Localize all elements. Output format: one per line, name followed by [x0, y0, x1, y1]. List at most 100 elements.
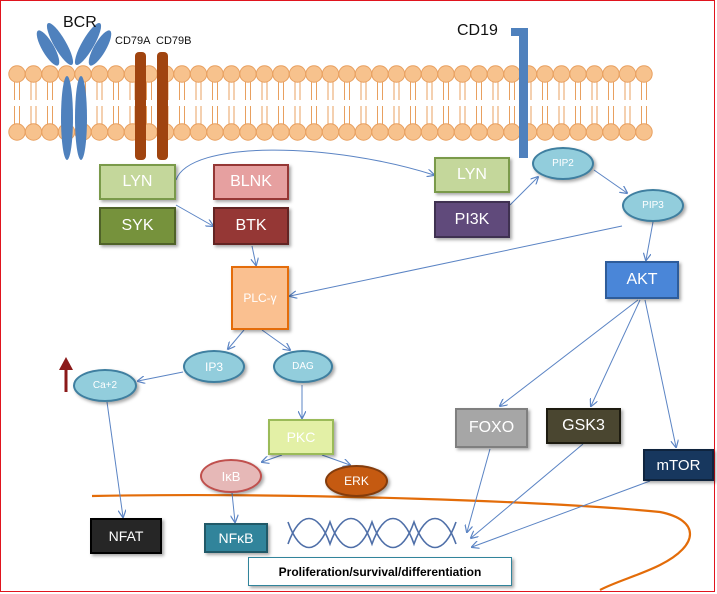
lipid-head: [354, 65, 373, 83]
ikb-node: IκB: [200, 459, 262, 493]
lipid-head: [8, 65, 26, 83]
lipid-head: [371, 65, 389, 83]
lipid-head: [321, 123, 340, 141]
plc-gamma-box: PLC-γ: [231, 266, 289, 330]
lipid-head: [222, 123, 241, 141]
lipid-head: [404, 65, 422, 83]
lipid-head: [239, 123, 257, 141]
cd79b-bar: [157, 52, 168, 160]
lipid-head: [552, 123, 571, 141]
ip3-node: IP3: [183, 350, 245, 383]
lipid-head: [338, 65, 356, 83]
lipid-head: [305, 65, 323, 83]
lipid-head: [371, 123, 389, 141]
lipid-head: [173, 65, 191, 83]
cd19-label: CD19: [457, 22, 498, 39]
lipid-head: [288, 123, 307, 141]
gsk3-box: GSK3: [546, 408, 621, 444]
lipid-head: [437, 123, 455, 141]
bcr-receptor-icon: [36, 23, 112, 160]
cell-membrane: [8, 65, 653, 141]
pip2-node: PIP2: [532, 147, 594, 180]
lipid-head: [41, 65, 59, 83]
lipid-head: [602, 65, 620, 83]
lipid-head: [173, 123, 191, 141]
pi3k-box: PI3K: [434, 201, 510, 238]
lipid-head: [387, 123, 406, 141]
lipid-head: [536, 123, 554, 141]
lipid-head: [222, 65, 241, 83]
lipid-head: [90, 65, 109, 83]
lipid-head: [354, 123, 373, 141]
bcr-label: BCR: [63, 14, 97, 31]
lipid-head: [288, 65, 307, 83]
syk-box: SYK: [99, 207, 176, 245]
lipid-head: [107, 65, 125, 83]
pip3-node: PIP3: [622, 189, 684, 222]
lipid-head: [387, 65, 406, 83]
lipid-head: [255, 65, 274, 83]
blnk-box: BLNK: [213, 164, 289, 200]
lipid-head: [189, 123, 208, 141]
lipid-head: [24, 123, 43, 141]
akt-box: AKT: [605, 261, 679, 299]
nfkb-box: NFκB: [204, 523, 268, 553]
lipid-head: [8, 123, 26, 141]
lipid-head: [585, 65, 604, 83]
nfat-box: NFAT: [90, 518, 162, 554]
erk-node: ERK: [325, 465, 388, 497]
lipid-head: [206, 123, 224, 141]
btk-box: BTK: [213, 207, 289, 245]
lipid-head: [618, 123, 637, 141]
lipid-head: [470, 123, 488, 141]
lipid-head: [503, 123, 521, 141]
lipid-head: [420, 123, 439, 141]
outcome-box: Proliferation/survival/differentiation: [248, 557, 512, 586]
lipid-head: [618, 65, 637, 83]
lipid-head: [453, 65, 472, 83]
dag-node: DAG: [273, 350, 333, 383]
lyn-right-box: LYN: [434, 157, 510, 193]
lipid-head: [272, 65, 290, 83]
cd79a-label: CD79A: [115, 35, 151, 47]
lipid-head: [569, 123, 587, 141]
mtor-box: mTOR: [643, 449, 714, 481]
foxo-box: FOXO: [455, 408, 528, 448]
calcium-node: Ca+2: [73, 369, 137, 402]
lipid-head: [255, 123, 274, 141]
lyn-left-box: LYN: [99, 164, 176, 200]
lipid-head: [305, 123, 323, 141]
lipid-head: [602, 123, 620, 141]
lipid-head: [420, 65, 439, 83]
lipid-head: [585, 123, 604, 141]
lipid-head: [635, 65, 653, 83]
dna-helix-icon: [287, 517, 457, 549]
nuclear-envelope: [91, 494, 691, 591]
lipid-head: [536, 65, 554, 83]
lipid-head: [437, 65, 455, 83]
pkc-box: PKC: [268, 419, 334, 455]
lipid-head: [41, 123, 59, 141]
cd79a-bar: [135, 52, 146, 160]
lipid-head: [552, 65, 571, 83]
lipid-head: [404, 123, 422, 141]
lipid-head: [24, 65, 43, 83]
cd79b-label: CD79B: [156, 35, 192, 47]
lipid-head: [272, 123, 290, 141]
lipid-head: [321, 65, 340, 83]
lipid-head: [486, 123, 505, 141]
up-arrow-icon: [59, 357, 73, 392]
lipid-head: [239, 65, 257, 83]
lipid-head: [503, 65, 521, 83]
lipid-head: [569, 65, 587, 83]
lipid-head: [453, 123, 472, 141]
lipid-head: [635, 123, 653, 141]
lipid-head: [486, 65, 505, 83]
lipid-head: [470, 65, 488, 83]
cd19-receptor-icon: [511, 28, 528, 158]
pathway-arrows: [106, 149, 676, 547]
lipid-head: [338, 123, 356, 141]
lipid-head: [189, 65, 208, 83]
